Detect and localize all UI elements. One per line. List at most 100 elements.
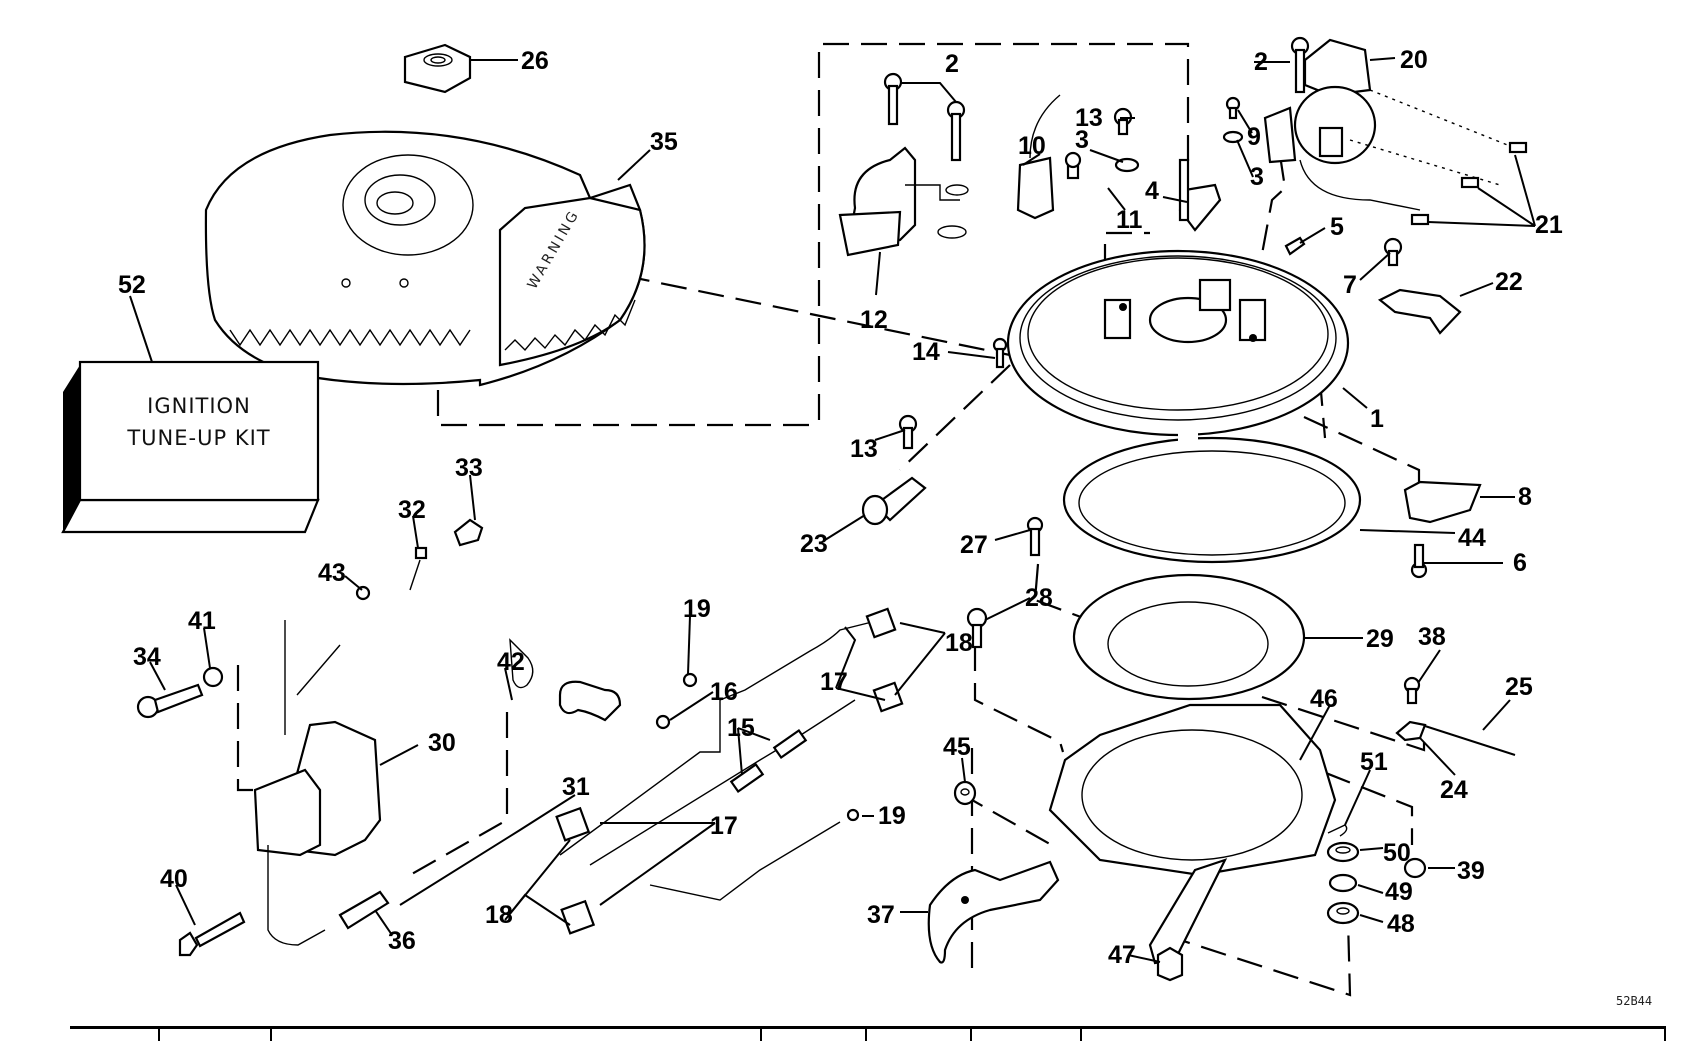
leader-lines [129,57,1536,963]
callout-13: 13 [1075,104,1103,132]
clip-and-screw [1377,237,1462,335]
callout-52: 52 [118,271,146,299]
callout-13-lower: 13 [850,435,878,463]
callout-labels: 26 35 52 2 10 13 3 11 4 2 20 9 3 21 5 12… [118,46,1563,969]
callout-10: 10 [1018,132,1046,160]
callout-19: 19 [683,595,711,623]
table-column-divider [970,1029,972,1041]
bushing [1156,946,1184,982]
screw-armature [992,337,1008,369]
callout-3-right: 3 [1250,163,1264,191]
callout-26: 26 [521,47,549,75]
clamp-assembly [861,414,927,526]
callout-39: 39 [1457,857,1485,885]
spring-and-boot [338,680,622,930]
parts-table-header-border [70,1026,1666,1041]
callout-2-right: 2 [1254,48,1268,76]
table-column-divider [158,1029,160,1041]
retainer-and-screw [1403,480,1482,579]
kit-label-line1: IGNITION [147,394,251,418]
callout-17-upper: 17 [820,668,848,696]
support-plate [1048,703,1337,965]
table-column-divider [1664,1029,1666,1041]
callout-29: 29 [1366,625,1394,653]
terminal-hardware [355,518,534,689]
callout-21: 21 [1535,211,1563,239]
screws-right [1222,36,1310,256]
callout-16: 16 [710,678,738,706]
callout-23: 23 [800,530,828,558]
callout-17-lower: 17 [710,812,738,840]
callout-43: 43 [318,559,346,587]
callout-36: 36 [388,927,416,955]
callout-45: 45 [943,733,971,761]
callout-37: 37 [867,901,895,929]
callout-2: 2 [945,50,959,78]
throttle-link-assembly [1395,676,1516,756]
flywheel-nut [403,43,472,94]
callout-33: 33 [455,454,483,482]
callout-19-lower: 19 [878,802,906,830]
callout-15: 15 [727,714,755,742]
table-column-divider [270,1029,272,1041]
ignition-tune-up-kit: IGNITION TUNE-UP KIT [61,360,320,534]
callout-4: 4 [1145,177,1159,205]
callout-42: 42 [497,648,525,676]
callout-14: 14 [912,338,940,366]
callout-24: 24 [1440,776,1468,804]
flywheel: WARNING [204,130,646,387]
callout-28: 28 [1025,584,1053,612]
callout-9: 9 [1247,123,1261,151]
callout-22: 22 [1495,268,1523,296]
table-column-divider [865,1029,867,1041]
screw-27 [1026,516,1044,557]
callout-30: 30 [428,729,456,757]
callout-3: 3 [1075,126,1089,154]
breaker-point-set [1178,158,1222,232]
callout-1: 1 [1370,405,1384,433]
figure-number: 52B44 [1616,994,1652,1008]
callout-35: 35 [650,128,678,156]
throttle-cam [927,860,1060,964]
callout-20: 20 [1400,46,1428,74]
callout-5: 5 [1330,213,1344,241]
callout-47: 47 [1108,941,1136,969]
callout-12: 12 [860,306,888,334]
wiring-harness [555,607,904,935]
armature-plate [1006,249,1350,437]
callout-18-lower: 18 [485,901,513,929]
callout-34: 34 [133,643,161,671]
callout-11: 11 [1116,206,1143,234]
table-column-divider [1080,1029,1082,1041]
callout-51: 51 [1360,748,1388,776]
callout-44: 44 [1458,524,1486,552]
callout-48: 48 [1387,910,1415,938]
retainer-plate [1072,573,1306,701]
callout-49: 49 [1385,878,1413,906]
callout-32: 32 [398,496,426,524]
screw-and-washer-top [1113,107,1140,173]
callout-6: 6 [1513,549,1527,577]
callout-31: 31 [562,773,590,801]
callout-41: 41 [188,607,216,635]
screw-28 [966,607,988,649]
table-column-divider [760,1029,762,1041]
callout-8: 8 [1518,483,1532,511]
callout-25: 25 [1505,673,1533,701]
callout-7: 7 [1343,271,1357,299]
ignition-coil-left [838,146,967,257]
condenser [1016,94,1082,220]
callout-40: 40 [160,865,188,893]
ignition-coil-right [1263,38,1528,226]
coil-mounting-hardware [136,666,246,957]
ignition-coil-lower [253,620,382,946]
callout-50: 50 [1383,839,1411,867]
callout-27: 27 [960,531,988,559]
support-ring [1062,432,1362,564]
callout-46: 46 [1310,685,1338,713]
kit-label-line2: TUNE-UP KIT [126,426,270,450]
small-hardware [953,780,1427,925]
retainer-clip [1327,824,1348,837]
callout-18: 18 [945,629,973,657]
